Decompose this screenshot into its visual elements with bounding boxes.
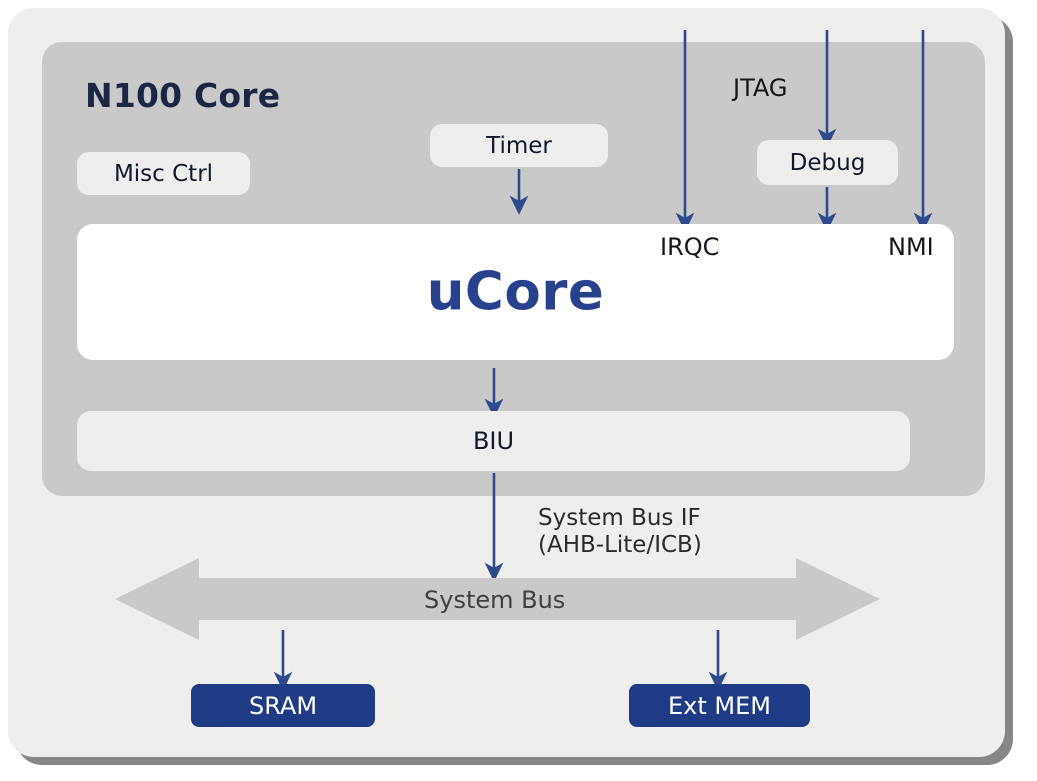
block-ext-mem[interactable]: Ext MEM [629, 684, 810, 727]
system-bus-interface-label: System Bus IF (AHB-Lite/ICB) [538, 505, 702, 559]
block-sram[interactable]: SRAM [191, 684, 375, 727]
block-timer[interactable]: Timer [430, 124, 608, 167]
system-bus-label: System Bus [424, 586, 566, 614]
block-ucore[interactable]: uCore [77, 224, 954, 360]
block-debug[interactable]: Debug [757, 140, 898, 185]
block-biu[interactable]: BIU [77, 411, 910, 471]
block-biu-label: BIU [472, 427, 515, 455]
block-misc-ctrl[interactable]: Misc Ctrl [77, 152, 250, 195]
block-sram-label: SRAM [248, 691, 318, 720]
signal-label-irqc: IRQC [660, 233, 720, 261]
system-bus-if-line2: (AHB-Lite/ICB) [538, 532, 702, 558]
block-misc-ctrl-label: Misc Ctrl [113, 160, 214, 187]
block-ext-mem-label: Ext MEM [668, 691, 771, 720]
page-title: N100 Core [85, 76, 281, 115]
system-bus-if-line1: System Bus IF [538, 505, 701, 531]
signal-label-nmi: NMI [888, 233, 934, 261]
block-timer-label: Timer [486, 132, 552, 159]
system-bus-arrow-shape [115, 558, 880, 640]
signal-label-jtag: JTAG [733, 74, 788, 102]
block-ucore-label: uCore [426, 261, 605, 323]
block-debug-label: Debug [789, 149, 866, 176]
